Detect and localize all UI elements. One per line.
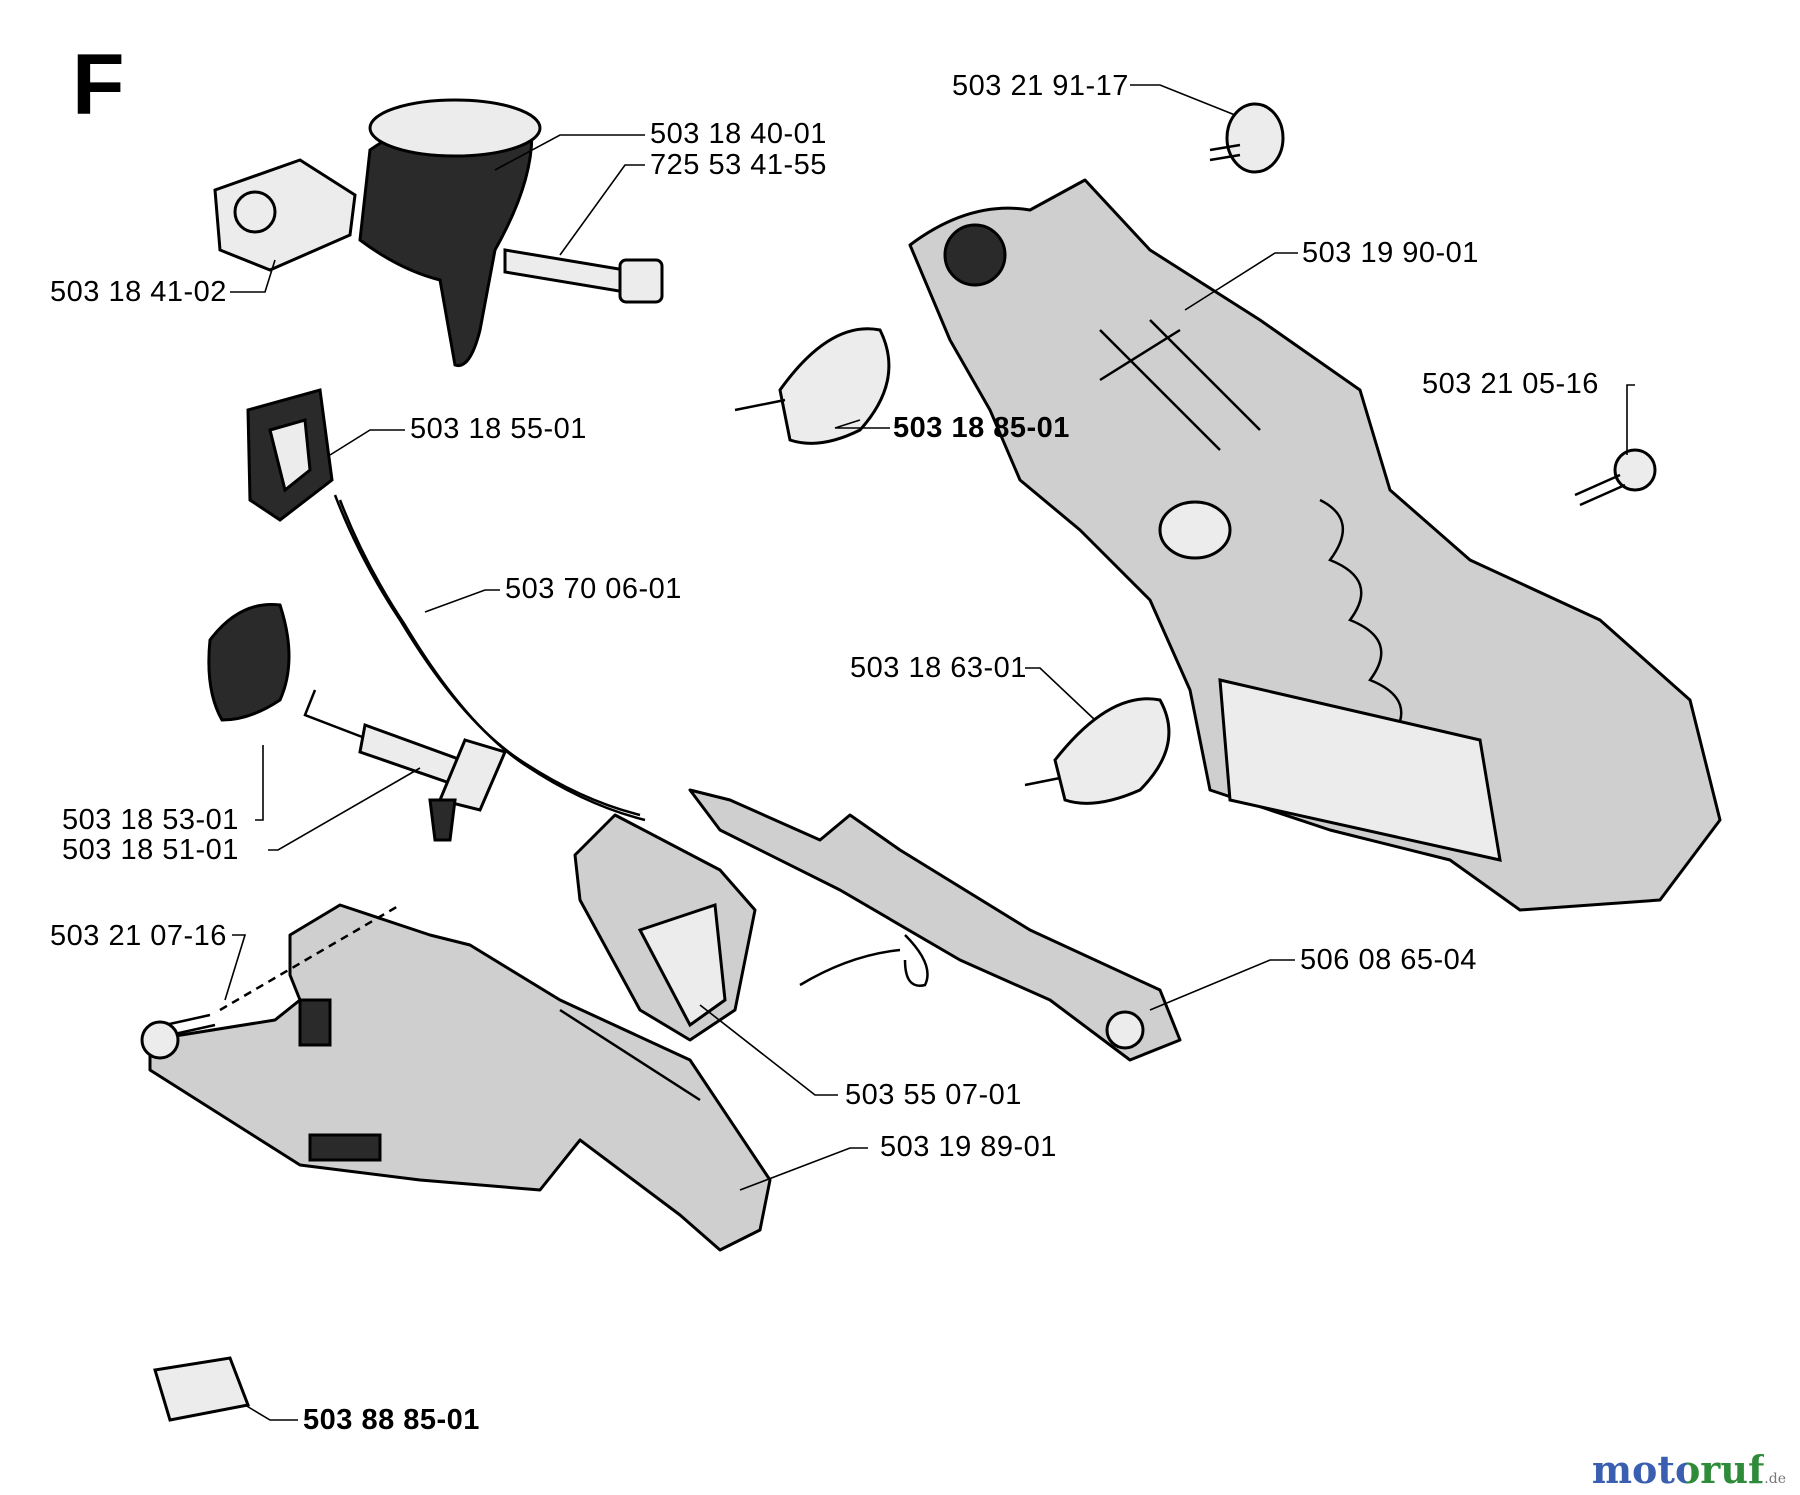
part-label-503-18-63-01: 503 18 63-01	[850, 652, 1027, 684]
part-label-503-18-53-01: 503 18 53-01	[62, 804, 239, 836]
part-label-503-21-05-16: 503 21 05-16	[1422, 368, 1599, 400]
part-label-503-88-85-01: 503 88 85-01	[303, 1404, 480, 1436]
lever-part	[688, 788, 1182, 1062]
part-label-503-18-40-01: 503 18 40-01	[650, 118, 827, 150]
trigger-part	[573, 813, 757, 1042]
knob-part	[207, 602, 291, 722]
screw-right-part	[1574, 448, 1657, 507]
watermark-text: motoruf	[1591, 1447, 1765, 1492]
buffer-lower-part	[1024, 697, 1171, 805]
watermark-logo: motoruf.de	[1592, 1451, 1786, 1489]
part-label-503-18-41-02: 503 18 41-02	[50, 276, 227, 308]
bolt-part	[503, 248, 664, 304]
screw-top-right-part	[1209, 102, 1285, 174]
rear-handle-part	[908, 178, 1722, 912]
part-label-503-19-90-01: 503 19 90-01	[1302, 237, 1479, 269]
part-label-503-19-89-01: 503 19 89-01	[880, 1131, 1057, 1163]
part-label-503-18-85-01: 503 18 85-01	[893, 412, 1070, 444]
part-label-503-18-51-01: 503 18 51-01	[62, 834, 239, 866]
part-label-725-53-41-55: 725 53 41-55	[650, 149, 827, 181]
end-cap-part	[153, 1356, 251, 1422]
part-label-503-21-91-17: 503 21 91-17	[952, 70, 1129, 102]
screw-left-part	[140, 903, 401, 1060]
watermark-suffix: .de	[1764, 1471, 1786, 1487]
cable-part	[333, 494, 646, 822]
handle-lower-part	[148, 903, 772, 1252]
choke-rod-part	[303, 689, 508, 842]
part-label-503-21-07-16: 503 21 07-16	[50, 920, 227, 952]
fuel-cap-part	[213, 98, 542, 368]
section-letter: F	[72, 37, 125, 133]
clip-part	[246, 388, 334, 522]
leader-lines	[224, 84, 1635, 1421]
buffer-upper-part	[734, 327, 891, 445]
part-label-503-55-07-01: 503 55 07-01	[845, 1079, 1022, 1111]
part-label-506-08-65-04: 506 08 65-04	[1300, 944, 1477, 976]
part-label-503-70-06-01: 503 70 06-01	[505, 573, 682, 605]
part-label-503-18-55-01: 503 18 55-01	[410, 413, 587, 445]
